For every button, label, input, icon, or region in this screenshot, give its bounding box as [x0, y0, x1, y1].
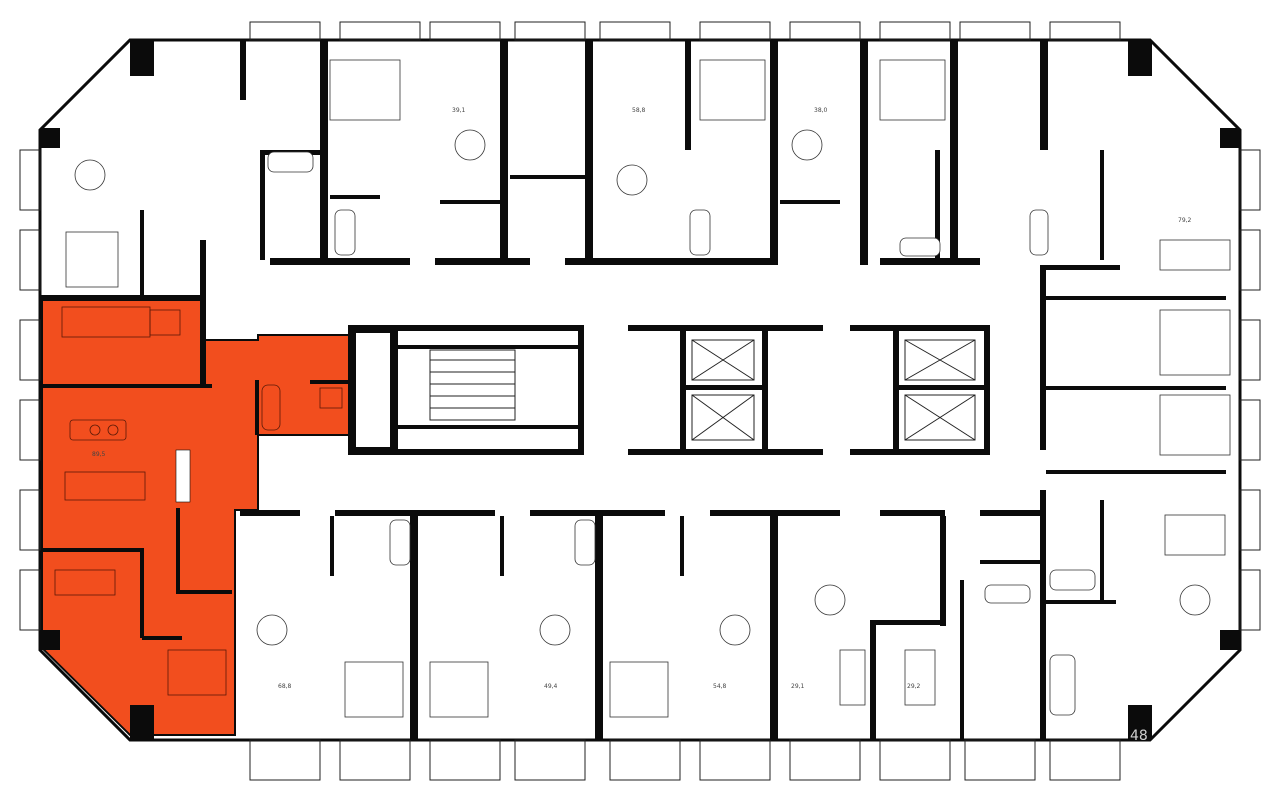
bottom-walls: [240, 510, 1046, 740]
area-label: 29,2: [907, 683, 921, 690]
furniture: [65, 59, 1231, 718]
area-label: 68,8: [278, 683, 292, 690]
area-label-selected: 89,5: [92, 451, 106, 458]
top-walls: [40, 40, 1048, 300]
area-label: 79,2: [1178, 217, 1192, 224]
balconies: [19, 21, 1261, 781]
area-label: 54,8: [713, 683, 727, 690]
area-label: 58,8: [632, 107, 646, 114]
area-labels: 39,1 58,8 38,0 79,2 89,5 68,8 49,4 54,8 …: [92, 107, 1192, 690]
central-core: [348, 325, 990, 455]
area-label: 38,0: [814, 107, 828, 114]
area-label: 49,4: [544, 683, 558, 690]
area-label: 39,1: [452, 107, 466, 114]
area-label: 29,1: [791, 683, 805, 690]
watermark: 48: [1130, 728, 1148, 744]
corner-blocks: [40, 40, 1240, 740]
